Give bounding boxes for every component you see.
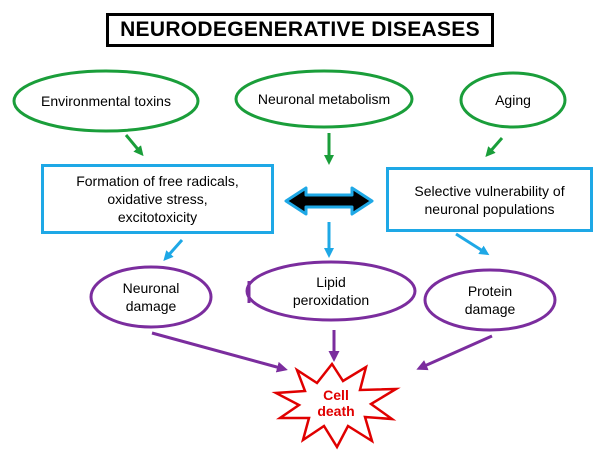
vulnerability-line-1: Selective vulnerability of xyxy=(414,183,565,199)
arrow-vulnerability-to-protein xyxy=(455,232,490,256)
mechanism-box-vulnerability: Selective vulnerability of neuronal popu… xyxy=(386,167,593,232)
protein-line-1: Protein xyxy=(467,283,513,299)
effect-ellipse-protein xyxy=(423,268,557,332)
cause-label-metabolism: Neuronal metabolism xyxy=(257,91,391,107)
cell-death-burst-icon xyxy=(271,361,401,450)
cause-ellipse-metabolism xyxy=(234,69,414,129)
arrow-environmental-to-radicals xyxy=(124,134,144,157)
cause-ellipse-environmental xyxy=(12,69,200,133)
double-headed-arrow-icon xyxy=(284,186,374,216)
effect-label-neuronal: Neuronal damage xyxy=(91,278,211,316)
lipid-line-2: peroxidation xyxy=(292,292,370,308)
lipid-line-1: Lipid xyxy=(316,274,346,290)
effect-label-lipid: Lipid peroxidation xyxy=(252,272,410,310)
cause-label-aging: Aging xyxy=(495,92,531,108)
free-radicals-line-3: excitotoxicity xyxy=(117,209,198,225)
free-radicals-line-1: Formation of free radicals, xyxy=(76,173,239,189)
effect-ellipse-neuronal xyxy=(89,265,213,329)
mechanism-box-free-radicals: Formation of free radicals, oxidative st… xyxy=(41,164,274,234)
neuronal-line-2: damage xyxy=(125,298,177,314)
vulnerability-line-2: neuronal populations xyxy=(424,201,555,217)
cell-death-line-1: Cell xyxy=(323,387,349,403)
cause-label-environmental: Environmental toxins xyxy=(41,93,171,109)
protein-line-2: damage xyxy=(464,301,516,317)
arrow-aging-to-vulnerability xyxy=(485,137,504,158)
free-radicals-line-2: oxidative stress, xyxy=(107,191,208,207)
neuronal-line-1: Neuronal xyxy=(122,280,180,296)
arrow-radicals-to-neuronal xyxy=(163,239,184,261)
cell-death-line-2: death xyxy=(317,403,355,419)
cause-ellipse-aging xyxy=(459,71,567,129)
arrow-neuronal-to-death xyxy=(151,331,288,373)
effect-ellipse-lipid xyxy=(245,260,417,322)
cell-death-label: Cell death xyxy=(300,386,372,420)
page-title: NEURODEGENERATIVE DISEASES xyxy=(106,13,494,47)
arrow-protein-to-death xyxy=(416,334,493,371)
effect-label-protein: Protein damage xyxy=(425,281,555,319)
